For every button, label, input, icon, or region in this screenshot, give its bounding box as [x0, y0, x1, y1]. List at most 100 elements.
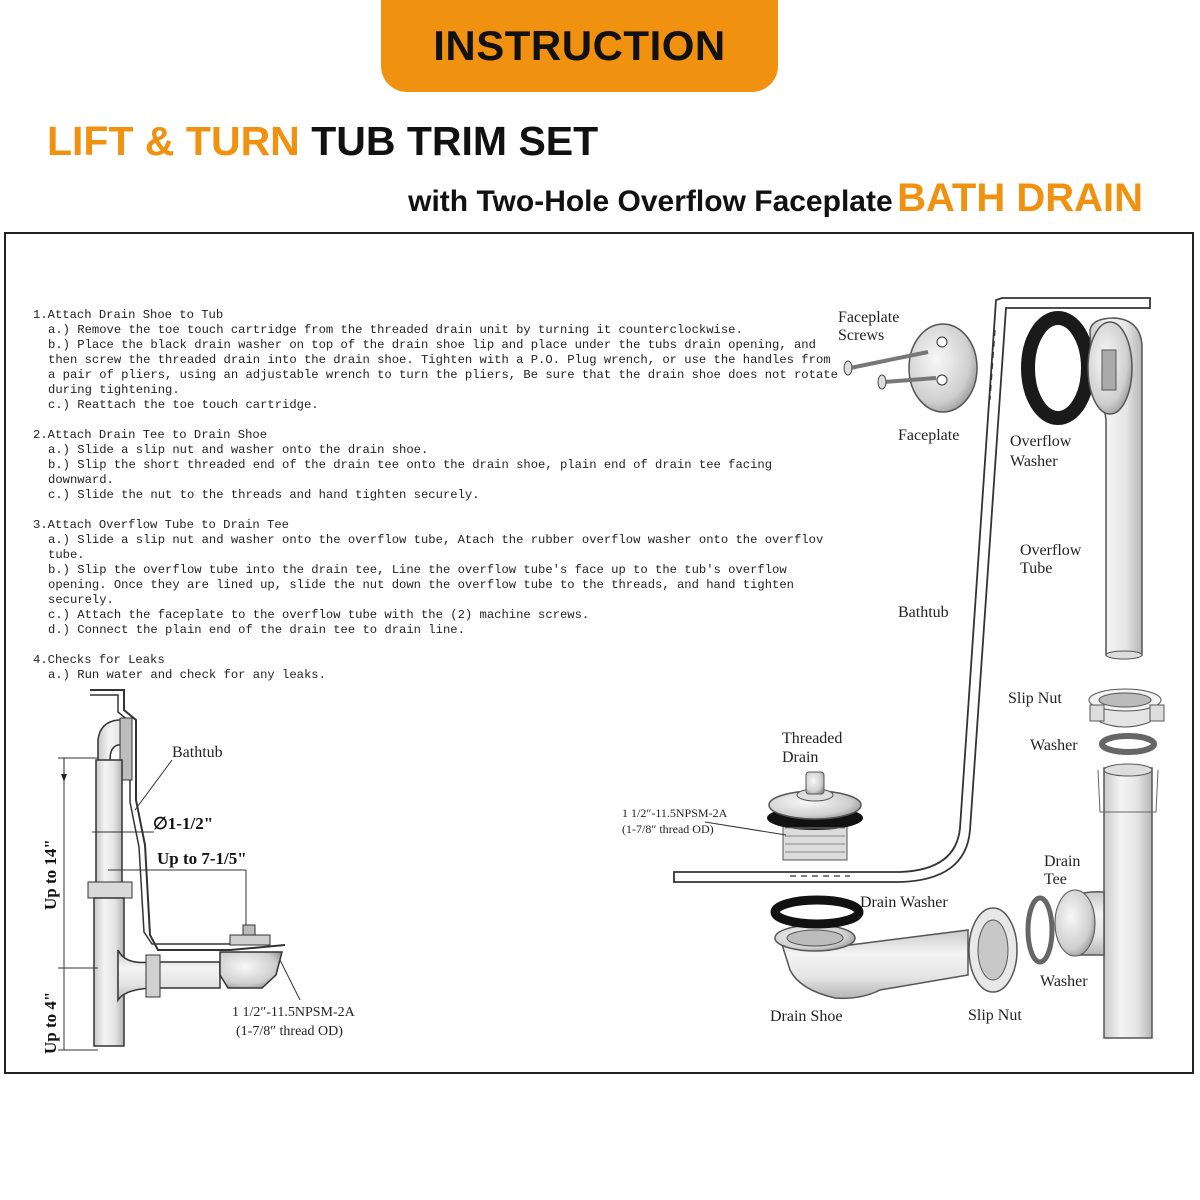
washer-top-label: Washer [1030, 737, 1078, 754]
screw-head [843, 360, 853, 376]
left-overflow-tube [95, 759, 123, 891]
drain-tee-part [1054, 763, 1159, 1039]
overflow-washer-label-1: Overflow [1010, 433, 1072, 450]
slip-nut-tab [1149, 704, 1165, 722]
left-height-label: Up to 14" [41, 839, 60, 910]
left-diameter-label: ∅1-1/2" [153, 814, 213, 833]
right-thread-leader [704, 821, 787, 836]
drain-tee-thread [1097, 769, 1159, 813]
slip-nut-hole [1098, 692, 1152, 708]
step-1: 1.Attach Drain Shoe to Tub a.) Remove th… [33, 308, 843, 413]
screw-shaft [883, 376, 937, 384]
step-4: 4.Checks for Leaks a.) Run water and che… [33, 653, 843, 683]
washer-top-part [1099, 733, 1157, 755]
overflow-washer-label-2: Washer [1010, 453, 1058, 470]
left-faceplate [119, 717, 133, 781]
threaded-drain-label-2: Drain [782, 749, 818, 766]
threaded-drain-knob [805, 771, 825, 795]
drain-shoe-part [774, 924, 969, 1000]
right-exploded-diagram: Faceplate Screws Faceplate Overflow Wash… [622, 297, 1165, 1039]
step-item: b.) Place the black drain washer on top … [48, 338, 846, 397]
right-thread-spec: 1 1/2″-11.5NPSM-2A [622, 806, 728, 820]
step-item: a.) Remove the toe touch cartridge from … [48, 323, 743, 337]
overflow-elbow-port [1101, 349, 1117, 391]
faceplate-hole [936, 374, 948, 386]
faceplate-screws-part [843, 350, 937, 390]
left-tub-wall [90, 689, 286, 951]
faceplate-part [908, 323, 978, 413]
faceplate-label: Faceplate [898, 427, 959, 444]
overflow-tube-part [1087, 317, 1143, 660]
faceplate-screws-label-2: Screws [838, 327, 884, 344]
left-drain-shoe [219, 951, 283, 989]
step-item: b.) Slip the short threaded end of the d… [48, 458, 780, 487]
left-thread-leader [279, 959, 301, 1001]
overflow-tube-label-1: Overflow [1020, 542, 1082, 559]
drain-washer-part [770, 895, 864, 929]
step-3: 3.Attach Overflow Tube to Drain Tee a.) … [33, 518, 843, 638]
drain-tee-body [1103, 767, 1153, 1039]
subtitle-orange: BATH DRAIN [897, 176, 1143, 220]
slip-nut-bottom-hole [977, 919, 1009, 981]
step-item: d.) Connect the plain end of the drain t… [48, 623, 465, 637]
overflow-tube-end [1105, 650, 1143, 660]
left-bathtub-leader [134, 759, 173, 811]
drain-shoe-opening [786, 929, 844, 947]
slip-nut-bottom-label: Slip Nut [968, 1007, 1022, 1024]
faceplate-disc [908, 323, 978, 413]
slip-nut-bottom-part [968, 907, 1018, 993]
drain-washer-label: Drain Washer [860, 894, 948, 911]
left-width-label: Up to 7-1/5" [157, 849, 247, 868]
left-assembly-diagram: Bathtub ∅1-1/2" Up to 7-1/5" Up to 14" U… [41, 689, 356, 1054]
left-slip-nut [87, 881, 133, 899]
left-drain-knob [242, 924, 256, 936]
left-thread-od: (1-7/8″ thread OD) [236, 1024, 343, 1039]
step-item: c.) Reattach the toe touch cartridge. [48, 398, 319, 412]
step-2: 2.Attach Drain Tee to Drain Shoe a.) Sli… [33, 428, 843, 503]
product-subtitle: with Two-Hole Overflow Faceplate BATH DR… [408, 176, 1143, 221]
screw-shaft [849, 350, 929, 370]
subtitle-dark: with Two-Hole Overflow Faceplate [408, 185, 893, 218]
step-title: 4.Checks for Leaks [33, 653, 165, 667]
slip-nut-top-label: Slip Nut [1008, 690, 1062, 707]
step-item: a.) Run water and check for any leaks. [48, 668, 326, 682]
product-title: LIFT & TURN TUB TRIM SET [47, 118, 598, 165]
threaded-drain-label-1: Threaded [782, 730, 842, 747]
instruction-frame [4, 232, 1194, 1074]
left-drain-shoe-pipe [117, 949, 221, 1003]
drain-tee-top [1103, 763, 1153, 777]
right-bathtub-profile [673, 297, 1151, 883]
title-dark: TUB TRIM SET [311, 118, 599, 164]
threaded-drain-part [767, 771, 863, 861]
instruction-banner: INSTRUCTION [381, 0, 778, 92]
step-title: 3.Attach Overflow Tube to Drain Tee [33, 518, 289, 532]
left-tee-nut [145, 954, 161, 998]
washer-bottom-part [1025, 895, 1055, 965]
step-item: b.) Slip the overflow tube into the drai… [48, 563, 802, 607]
faceplate-screws-label-1: Faceplate [838, 309, 899, 326]
right-thread-od: (1-7/8″ thread OD) [622, 822, 714, 836]
drain-shoe-label: Drain Shoe [770, 1008, 842, 1025]
instruction-steps: 1.Attach Drain Shoe to Tub a.) Remove th… [33, 308, 843, 698]
overflow-washer-part [1021, 311, 1095, 425]
screw-head [877, 374, 887, 390]
drain-tee-label-1: Drain [1044, 853, 1080, 870]
faceplate-hole [936, 336, 948, 348]
overflow-tube-label-2: Tube [1020, 560, 1052, 577]
left-tub-wall-inner [90, 694, 230, 945]
washer-bottom-label: Washer [1040, 973, 1088, 990]
slip-nut-tab [1089, 704, 1105, 722]
banner-title: INSTRUCTION [433, 22, 726, 69]
title-orange: LIFT & TURN [47, 118, 300, 164]
slip-nut-top-part [1088, 688, 1165, 728]
left-bathtub-label: Bathtub [172, 744, 223, 761]
left-thread-spec: 1 1/2″-11.5NPSM-2A [232, 1005, 356, 1020]
step-item: a.) Slide a slip nut and washer onto the… [48, 443, 429, 457]
right-bathtub-label: Bathtub [898, 604, 949, 621]
left-drop-label: Up to 4" [41, 992, 60, 1054]
step-item: c.) Attach the faceplate to the overflow… [48, 608, 590, 622]
step-item: a.) Slide a slip nut and washer onto the… [48, 533, 831, 562]
step-title: 2.Attach Drain Tee to Drain Shoe [33, 428, 268, 442]
drain-tee-branch-end [1054, 889, 1096, 957]
